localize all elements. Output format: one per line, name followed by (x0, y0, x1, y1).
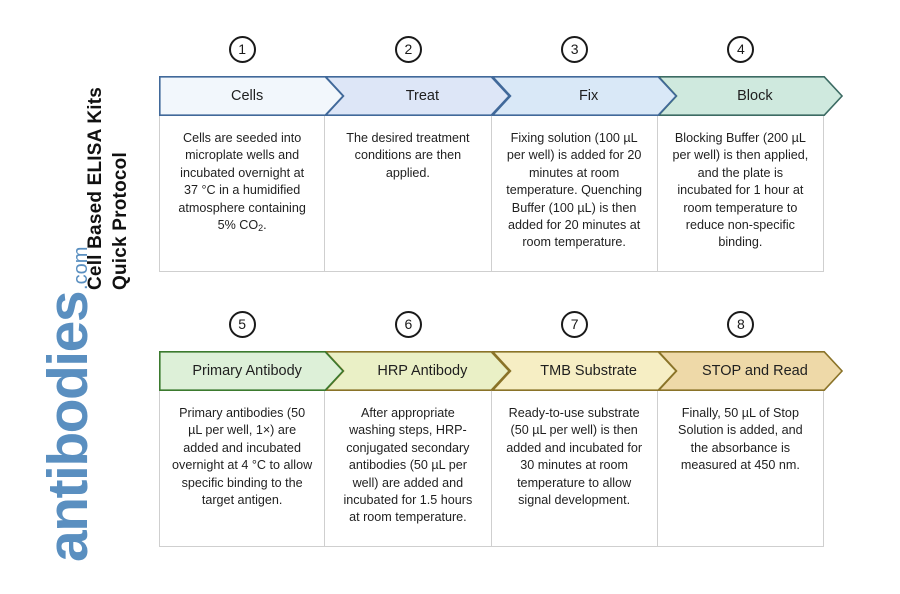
antibodies-logo: antibodies .com (36, 246, 100, 562)
page-title-line-2: Quick Protocol (110, 152, 131, 290)
step-description: Fixing solution (100 µL per well) is add… (491, 116, 658, 272)
step-label: STOP and Read (701, 363, 808, 379)
step-number-badge: 4 (727, 36, 755, 63)
step-chevron[interactable]: Fix (491, 76, 677, 116)
chevron-shape (159, 76, 345, 116)
step-label: TMB Substrate (540, 363, 637, 379)
chevron-group-2: Primary Antibody HRP Antibody TMB Substrat… (159, 351, 844, 391)
step-chevron[interactable]: HRP Antibody (325, 351, 511, 391)
step-description: After appropriate washing steps, HRP-con… (325, 391, 492, 547)
step-description: Ready-to-use substrate (50 µL per well) … (491, 391, 658, 547)
step-label: Cells (231, 88, 264, 104)
step-label: Block (737, 88, 773, 104)
step-description: Cells are seeded into microplate wells a… (159, 116, 326, 272)
step-description: Finally, 50 µL of Stop Solution is added… (657, 391, 824, 547)
logo-wordmark: antibodies (36, 291, 100, 562)
step-chevron[interactable]: Block (657, 76, 843, 116)
step-number-badge: 5 (228, 311, 256, 338)
step-number-badge: 7 (561, 311, 589, 338)
description-group-1: Cells are seeded into microplate wells a… (159, 116, 824, 272)
step-number-badge: 6 (394, 311, 422, 338)
step-chevron[interactable]: Cells (159, 76, 345, 116)
step-chevron[interactable]: TMB Substrate (491, 351, 677, 391)
logo-tld: .com (70, 246, 92, 290)
step-chevron[interactable]: Treat (325, 76, 511, 116)
description-group-2: Primary antibodies (50 µL per well, 1×) … (159, 391, 824, 547)
step-label: Primary Antibody (192, 363, 302, 379)
step-label: HRP Antibody (377, 363, 468, 379)
step-chevron[interactable]: STOP and Read (657, 351, 843, 391)
step-number-badge: 2 (394, 36, 422, 63)
chevron-shape (159, 351, 345, 391)
step-description: Blocking Buffer (200 µL per well) is the… (657, 116, 824, 272)
step-number-group-2: 5 6 7 8 (159, 311, 824, 351)
step-description: The desired treatment conditions are the… (325, 116, 492, 272)
step-number-badge: 1 (228, 36, 256, 63)
step-label: Treat (405, 88, 440, 104)
step-number-group-1: 1 2 3 4 (159, 36, 824, 76)
chevron-group-1: Cells Treat Fix Block (159, 76, 844, 116)
step-label: Fix (578, 88, 599, 104)
protocol-row-1: 1 2 3 4 Cells Treat Fix Block Cells are seeded… (159, 36, 844, 272)
step-chevron[interactable]: Primary Antibody (159, 351, 345, 391)
step-number-badge: 3 (561, 36, 589, 63)
step-description: Primary antibodies (50 µL per well, 1×) … (159, 391, 326, 547)
step-number-badge: 8 (727, 311, 755, 338)
protocol-row-2: 5 6 7 8 Primary Antibody HRP Antibody TMB Sub… (159, 311, 844, 547)
